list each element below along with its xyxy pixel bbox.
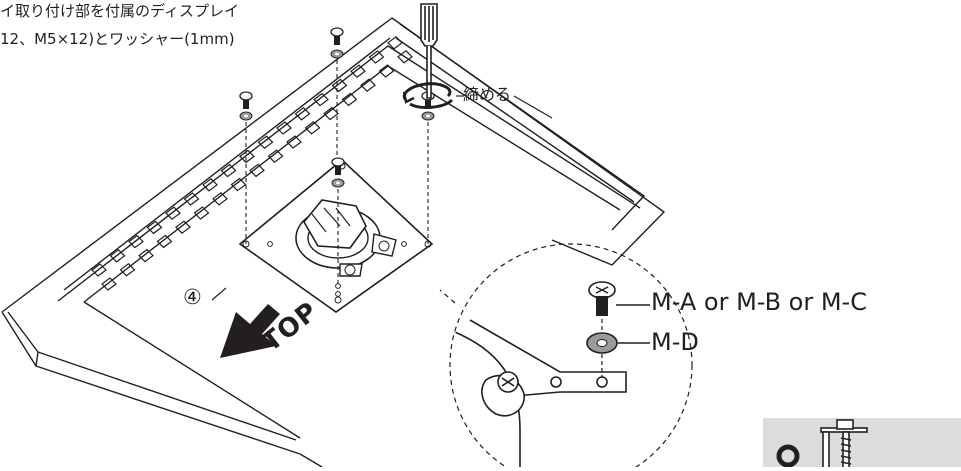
screw-shank xyxy=(334,36,340,45)
vent-slot xyxy=(175,220,191,234)
screw-detail-inset xyxy=(763,418,961,467)
vent-slot xyxy=(313,92,329,107)
top-arrow-icon xyxy=(220,304,280,358)
vent-slot xyxy=(202,178,218,192)
vent-slot xyxy=(165,206,181,220)
vent-slot xyxy=(249,163,265,178)
vent-slot xyxy=(183,192,200,206)
instruction-line-1: イ取り付け部を付属のディスプレイ xyxy=(0,2,239,20)
vent-slot xyxy=(276,121,292,135)
vent-slot xyxy=(230,177,247,192)
vent-slot xyxy=(128,234,144,249)
instruction-line-2: 12、M5×12)とワッシャー(1mm) xyxy=(0,30,235,48)
screw-icon xyxy=(239,91,253,101)
screw-icon xyxy=(331,157,345,167)
washer-icon xyxy=(776,444,800,467)
vent-slot xyxy=(397,50,413,64)
vent-slot xyxy=(91,263,107,277)
vent-slot xyxy=(341,92,358,107)
screw-label: M-A or M-B or M-C xyxy=(651,288,867,316)
screw-shank xyxy=(335,166,341,175)
washer-hole xyxy=(244,114,248,118)
screw-shank xyxy=(425,100,431,109)
vent-slot xyxy=(119,263,136,277)
vent-slot xyxy=(257,135,274,149)
vent-slot xyxy=(101,277,117,291)
vent-slot xyxy=(294,107,311,121)
vent-slot xyxy=(286,135,302,149)
vent-slot xyxy=(193,206,210,220)
ventilation-slots xyxy=(91,36,413,291)
vent-slot xyxy=(304,121,321,135)
washer-hole xyxy=(426,114,430,118)
screw-icon xyxy=(330,27,344,37)
vent-slot xyxy=(267,149,284,163)
washer-hole xyxy=(336,181,340,185)
vent-slot xyxy=(146,220,163,235)
screw-icon xyxy=(588,281,616,316)
vent-slot xyxy=(138,248,154,263)
vent-slot xyxy=(212,192,228,206)
screw-icon xyxy=(820,419,868,467)
tighten-label: 締める xyxy=(463,85,512,104)
screw-set xyxy=(239,27,435,286)
vent-slot xyxy=(323,106,339,121)
vent-slot xyxy=(220,163,237,178)
monitor-back-panel xyxy=(1,17,665,468)
vent-slot xyxy=(360,78,376,92)
vent-slot xyxy=(350,64,366,78)
vent-slot xyxy=(378,64,395,78)
vent-slot xyxy=(239,149,255,164)
screw-shank xyxy=(243,100,249,109)
vent-slot xyxy=(368,50,385,64)
rotate-arrow-icon xyxy=(402,82,454,109)
vent-slot xyxy=(387,36,403,50)
washer-icon xyxy=(586,332,618,354)
washer-hole xyxy=(335,52,339,56)
step-number: ④ xyxy=(183,285,202,309)
washer-label: M-D xyxy=(651,328,699,356)
vent-slot xyxy=(156,234,173,249)
vent-slot xyxy=(109,249,126,263)
